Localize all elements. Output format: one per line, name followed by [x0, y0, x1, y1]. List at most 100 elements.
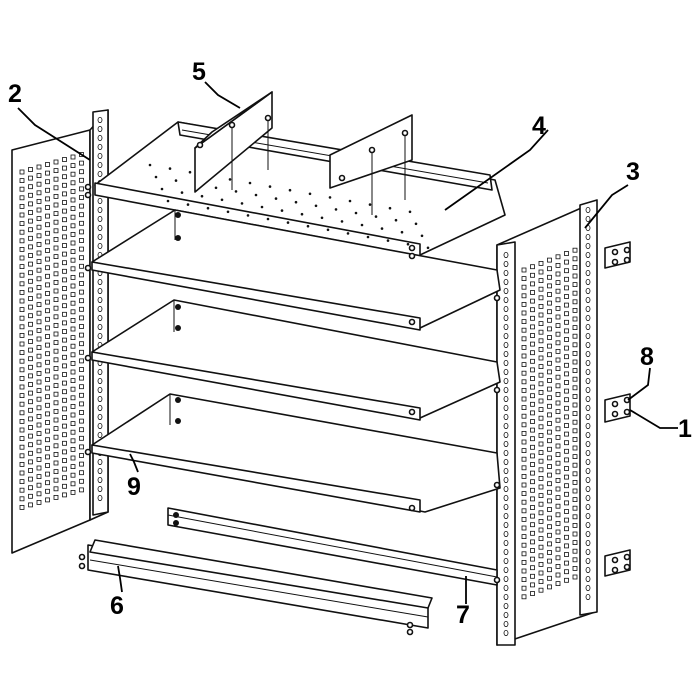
perforation-hole [36, 224, 42, 230]
perforation-hole [70, 283, 76, 289]
perforation-hole [70, 455, 76, 461]
perforation-hole [564, 526, 569, 532]
perforation-hole [53, 477, 59, 483]
perforation-hole [36, 370, 42, 376]
perforation-hole [530, 307, 535, 313]
shelf-perforation [374, 215, 378, 218]
upright-slot [503, 359, 509, 366]
perforation-hole [564, 517, 569, 523]
upright-slot [585, 404, 591, 411]
perforation-hole [521, 585, 527, 591]
callout-5: 5 [192, 58, 206, 86]
callout-2: 2 [8, 80, 22, 108]
perforation-hole [564, 509, 569, 514]
perforation-hole [555, 469, 561, 475]
upright-slot [503, 522, 509, 529]
upright-slot [503, 585, 509, 592]
upright-slot [503, 287, 509, 294]
perforation-hole [53, 451, 59, 457]
perforation-hole [547, 558, 552, 564]
perforation-hole [79, 315, 84, 321]
perforation-hole [45, 222, 50, 228]
upright-slot [97, 332, 103, 339]
perforation-hole [62, 423, 67, 429]
perforation-hole [79, 470, 84, 476]
upright-slot [585, 395, 591, 402]
perforation-hole [564, 397, 569, 403]
perforation-hole [62, 372, 67, 377]
perforation-hole [564, 577, 569, 583]
callout-labels: 1 2 3 4 5 6 7 8 9 [8, 58, 692, 629]
perforation-hole [28, 382, 33, 387]
perforation-hole [547, 575, 552, 581]
perforation-hole [572, 428, 578, 434]
perforation-hole [555, 426, 561, 432]
perforation-hole [521, 267, 527, 273]
perforation-hole [521, 439, 527, 445]
leader-5 [204, 81, 241, 109]
perforation-hole [530, 573, 535, 579]
perforation-hole [79, 238, 84, 243]
perforation-hole [564, 534, 569, 540]
perforation-hole [28, 416, 33, 422]
perforation-hole [521, 344, 527, 350]
perforation-hole [547, 524, 552, 530]
perforation-hole [62, 492, 67, 498]
shelf-4 [91, 393, 501, 513]
shelf-perforation [234, 190, 238, 193]
perforation-hole [79, 444, 84, 450]
perforation-hole [572, 299, 578, 305]
perforation-hole [547, 395, 552, 401]
perforation-hole [530, 333, 535, 338]
perforation-hole [547, 489, 552, 495]
perforation-hole [36, 319, 42, 325]
perforation-hole [521, 396, 527, 402]
perforation-hole [36, 336, 42, 342]
perforation-hole [36, 276, 42, 282]
shelf-perforation [420, 234, 424, 238]
perforation-hole [538, 441, 544, 447]
perforation-hole [538, 527, 544, 533]
upright-slot [585, 260, 591, 267]
perforation-hole [79, 160, 84, 166]
perforation-hole [547, 257, 552, 263]
perforation-hole [45, 291, 50, 296]
perforation-hole [62, 191, 67, 197]
perforation-hole [564, 423, 569, 428]
upright-slot [97, 134, 103, 141]
perforation-hole [70, 446, 76, 452]
perforation-hole [62, 277, 67, 283]
perforation-hole [70, 257, 76, 263]
perforation-hole [79, 392, 84, 398]
perforation-hole [36, 353, 42, 359]
perforation-hole [36, 293, 42, 299]
perforation-hole [45, 385, 50, 391]
perforation-hole [530, 376, 535, 381]
perforation-hole [45, 420, 50, 425]
perforation-hole [70, 489, 76, 495]
perforation-hole [555, 443, 561, 449]
perforation-hole [79, 410, 84, 415]
perforation-hole [45, 342, 50, 348]
upright-slot [97, 431, 103, 438]
perforation-hole [53, 211, 59, 217]
perforation-hole [28, 235, 33, 241]
perforation-hole [53, 391, 59, 397]
perforation-hole [555, 314, 561, 320]
perforation-hole [547, 464, 552, 469]
perforation-hole [70, 206, 76, 212]
shelf-perforation [268, 185, 272, 188]
perforation-hole [53, 176, 59, 182]
front-rail [78, 539, 433, 636]
perforation-hole [79, 358, 84, 364]
perforation-hole [53, 469, 59, 475]
perforation-hole [79, 435, 84, 441]
perforation-hole [521, 482, 527, 488]
perforation-hole [555, 323, 561, 329]
perforation-hole [538, 587, 544, 593]
upright-slot [585, 296, 591, 303]
callout-8: 8 [640, 343, 654, 371]
perforation-hole [53, 486, 59, 492]
perforation-hole [36, 173, 42, 179]
perforation-hole [70, 386, 76, 392]
